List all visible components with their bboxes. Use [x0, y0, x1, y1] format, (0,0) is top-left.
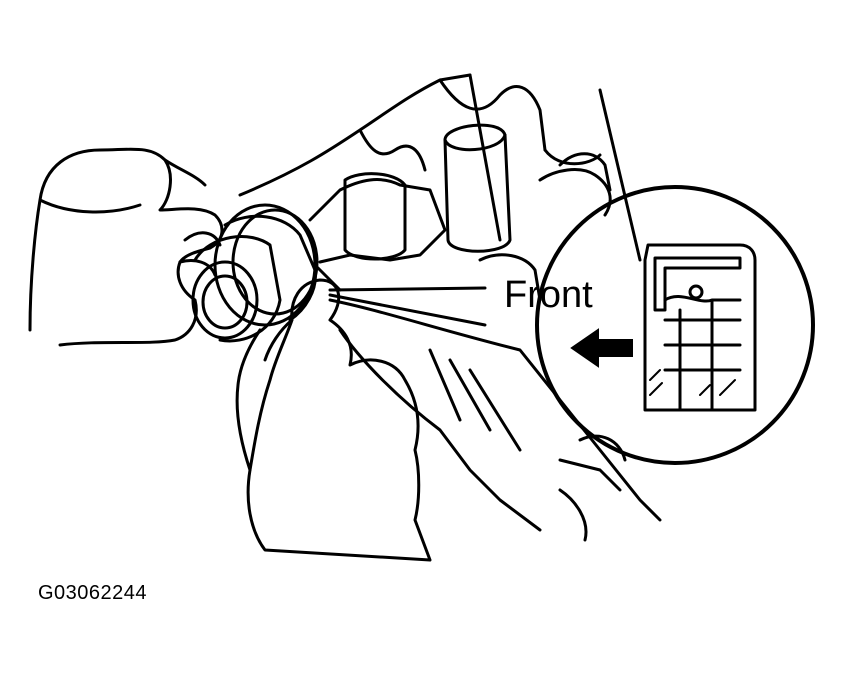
seal-spring	[688, 284, 704, 300]
left-hand	[28, 147, 224, 347]
oil-seal-ring	[223, 214, 317, 322]
right-hand	[246, 278, 432, 562]
valve-cover-edge	[468, 73, 642, 262]
figure-code: G03062244	[38, 582, 148, 604]
cam-lobe-ellipse	[443, 133, 507, 152]
front-direction-arrow-icon	[570, 328, 633, 368]
right-hand-thumb	[235, 328, 262, 472]
engine-block-outline	[238, 73, 547, 197]
engine-lower-block	[328, 298, 662, 532]
front-label: Front	[504, 274, 593, 316]
engine-lower-right	[558, 434, 627, 542]
cam-lobe-small	[343, 172, 407, 261]
seal-lip	[653, 256, 742, 312]
camshaft-body	[308, 178, 447, 264]
left-hand-fingers	[163, 158, 217, 277]
detail-magnifier-circle	[535, 185, 815, 465]
seal-body-lines	[663, 294, 742, 412]
gear-hub-inner	[201, 274, 249, 330]
seal-section-outline	[643, 243, 757, 412]
seal-hatching	[649, 369, 736, 396]
front-leader-upper	[328, 286, 487, 292]
front-leader-lower	[328, 293, 487, 327]
front-leader-pointer	[316, 266, 342, 292]
cam-lobe-large	[443, 123, 512, 253]
